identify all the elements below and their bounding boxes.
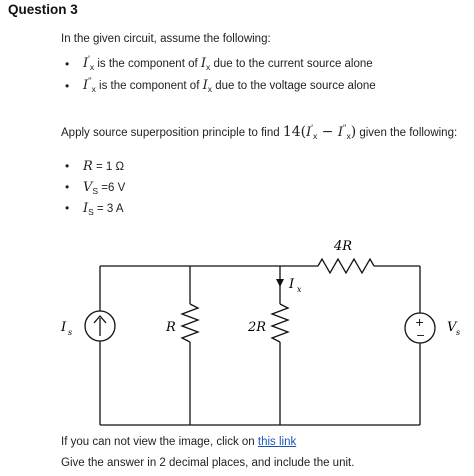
term-sub: x: [89, 62, 95, 72]
circuit-diagram: 4R I x I s R 2R V s + −: [60, 239, 460, 426]
resistor-2r: [270, 303, 290, 343]
intro-text: In the given circuit, assume the followi…: [61, 33, 271, 45]
given-value: = 1 Ω: [96, 161, 125, 173]
label-4r: 4R: [333, 239, 352, 254]
of-sub: x: [207, 84, 212, 94]
label-vs-sub: s: [456, 328, 460, 337]
apply-coef: 14(: [282, 124, 307, 140]
resistor-4r: [317, 257, 375, 275]
apply-term2: I: [337, 125, 343, 140]
definition-rest: due to the current source alone: [213, 58, 373, 70]
label-r: R: [165, 320, 176, 335]
question-title: Question 3: [8, 2, 78, 17]
given-item: R = 1 Ω: [63, 156, 125, 177]
apply-before: Apply source superposition principle to …: [61, 127, 280, 139]
label-2r: 2R: [247, 320, 266, 335]
apply-after: given the following:: [359, 127, 458, 139]
given-symbol: V: [83, 180, 93, 195]
view-text: If you can not view the image, click on: [61, 436, 255, 448]
apply-close: ): [350, 124, 357, 140]
label-ix: I: [288, 277, 295, 292]
label-is: I: [60, 320, 67, 335]
given-item: VS =6 V: [63, 177, 125, 198]
ix-arrow-icon: [276, 279, 284, 287]
of-symbol: I: [200, 56, 207, 71]
term-prime: '': [88, 76, 92, 86]
definition-text: is the component of: [97, 58, 198, 70]
given-sub: S: [88, 207, 94, 217]
given-symbol: R: [83, 159, 93, 174]
definition-item: I'x is the component of Ix due to the cu…: [63, 53, 376, 75]
given-value: = 3 A: [97, 203, 124, 215]
term-prime: ': [88, 54, 90, 64]
apply-instruction: Apply source superposition principle to …: [61, 123, 458, 141]
resistor-r: [180, 303, 200, 343]
term-sub: x: [91, 84, 96, 94]
current-source: [84, 310, 116, 342]
given-sub: S: [92, 186, 99, 196]
plus-sign: +: [415, 316, 424, 329]
definition-text: is the component of: [99, 80, 200, 92]
of-symbol: I: [202, 78, 208, 93]
given-symbol: I: [83, 201, 89, 216]
apply-term1-prime: ': [311, 123, 313, 133]
minus-sign: −: [416, 329, 425, 342]
label-vs: V: [447, 320, 458, 335]
apply-minus: −: [317, 124, 338, 140]
answer-instruction: Give the answer in 2 decimal places, and…: [61, 457, 355, 469]
apply-term1-sub: x: [312, 131, 318, 141]
definition-list: I'x is the component of Ix due to the cu…: [63, 53, 376, 97]
voltage-source: [404, 312, 436, 344]
term-symbol: I: [83, 78, 89, 93]
given-value: =6 V: [101, 182, 126, 194]
of-sub: x: [206, 62, 211, 72]
view-image-note: If you can not view the image, click on …: [61, 436, 296, 448]
definition-item: I''x is the component of Ix due to the v…: [63, 75, 376, 97]
apply-term1: I: [306, 125, 312, 140]
image-link[interactable]: this link: [257, 436, 297, 448]
term-symbol: I: [83, 56, 89, 71]
label-is-sub: s: [68, 328, 72, 337]
apply-term2-prime: '': [343, 123, 347, 133]
label-ix-sub: x: [297, 285, 302, 294]
current-source-arrow-head: [93, 315, 107, 324]
given-item: IS = 3 A: [63, 198, 125, 219]
definition-rest: due to the voltage source alone: [215, 80, 376, 92]
apply-term2-sub: x: [346, 131, 351, 141]
given-list: R = 1 Ω VS =6 V IS = 3 A: [63, 156, 125, 219]
